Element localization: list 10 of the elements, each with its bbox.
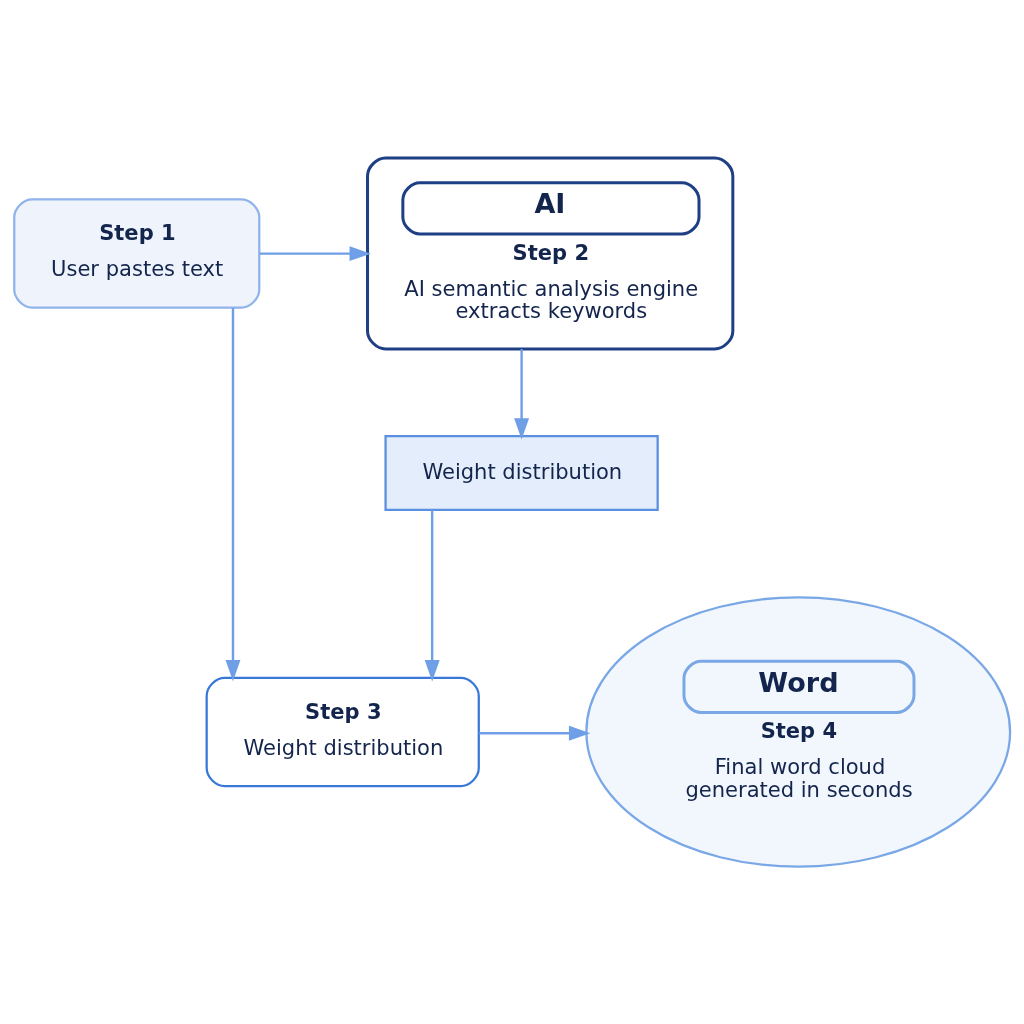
arrow <box>514 348 530 440</box>
node-box: Step 1 User pastes text <box>13 197 261 309</box>
node-box: Weight distribution <box>384 434 659 511</box>
node-ellipse: Word Step 4 Final word cloud generated in seconds <box>585 595 1012 868</box>
node-box: Step 3 Weight distribution <box>205 676 480 787</box>
arrow <box>479 725 591 741</box>
arrow <box>225 307 241 681</box>
arrow <box>424 509 440 681</box>
arrow <box>259 245 371 261</box>
node-box: AI Step 2 AI semantic analysis engine extracts keywords <box>366 156 735 350</box>
